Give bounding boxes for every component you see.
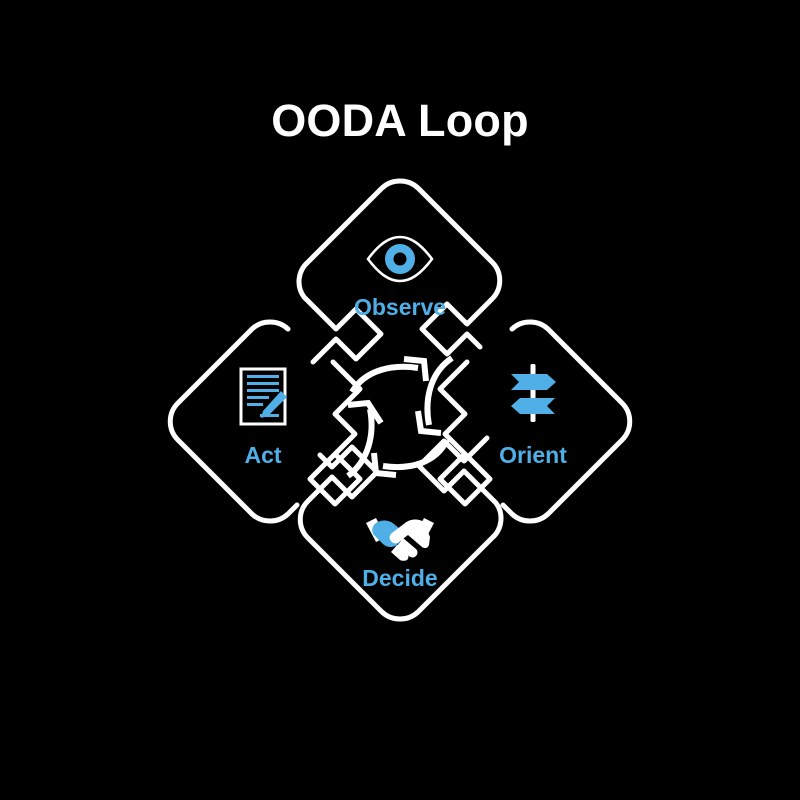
node-orient[interactable]: Orient (437, 319, 633, 524)
node-decide[interactable]: Decide (297, 435, 504, 622)
handshake-icon (366, 518, 434, 561)
node-act-label: Act (244, 442, 281, 468)
node-observe-label: Observe (354, 294, 446, 320)
arrow-observe-to-orient (349, 356, 429, 394)
eye-icon (366, 235, 434, 283)
node-orient-label: Orient (499, 442, 567, 468)
document-signature-icon (239, 367, 287, 426)
node-act[interactable]: Act (167, 319, 363, 524)
signpost-icon (511, 364, 556, 422)
arrow-act-to-observe (346, 399, 384, 479)
node-act-outline (167, 319, 363, 524)
arrow-decide-to-act (371, 438, 450, 478)
node-decide-label: Decide (362, 565, 437, 591)
arrow-orient-to-decide (415, 355, 454, 436)
node-observe[interactable]: Observe (296, 178, 503, 365)
node-observe-outline (296, 178, 503, 365)
page-title: OODA Loop (271, 95, 529, 146)
